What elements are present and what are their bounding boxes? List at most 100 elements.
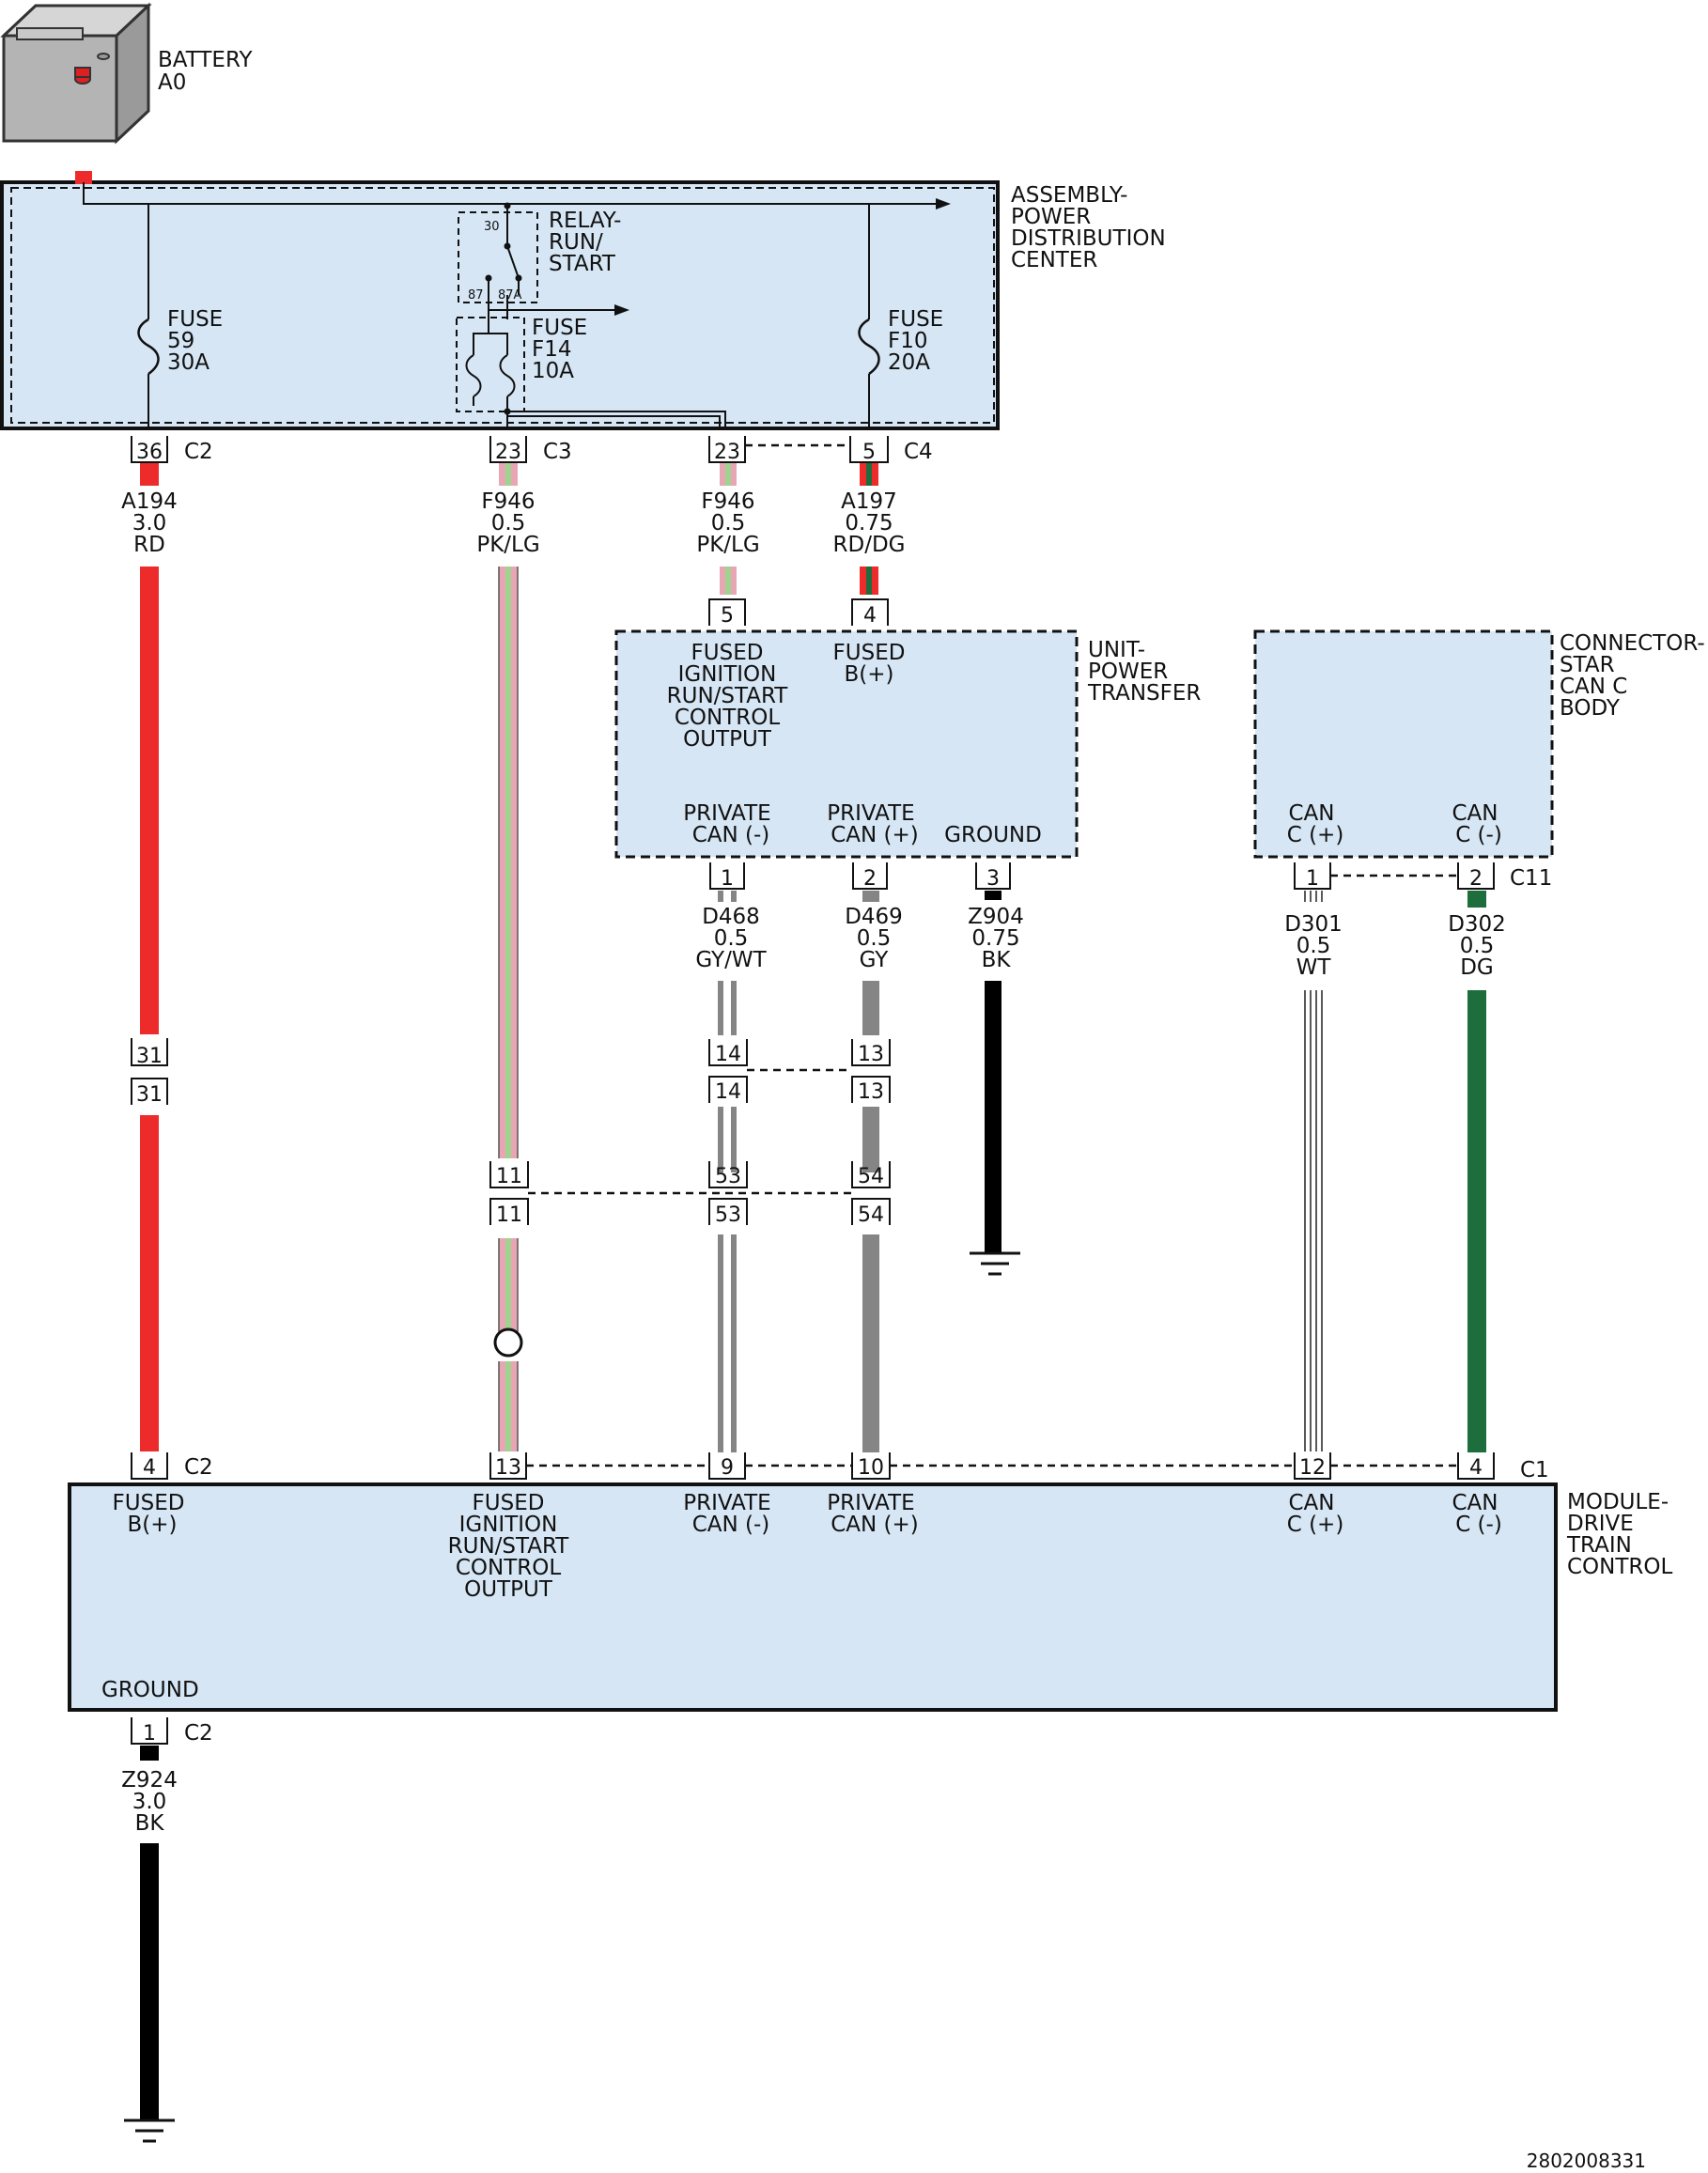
pdc-bus bbox=[83, 182, 939, 428]
relay-title-2: RUN/ bbox=[549, 230, 603, 255]
fuse-59-icon bbox=[137, 318, 160, 376]
star-can-minus-1: CAN bbox=[1452, 801, 1498, 826]
star-connector-box bbox=[1253, 629, 1554, 859]
wire-d468-id: D468 bbox=[702, 905, 760, 929]
power-transfer-box bbox=[614, 629, 1079, 859]
pdc-pin-23-c4: 23 bbox=[714, 441, 740, 464]
pdc-pin-23-c3: 23 bbox=[495, 441, 521, 464]
wire-d301-color: WT bbox=[1297, 955, 1332, 980]
inline-connector-11-53-54: 11 53 54 11 53 54 bbox=[489, 1161, 891, 1227]
star-title-4: BODY bbox=[1560, 696, 1621, 721]
wire-d469-size: 0.5 bbox=[857, 926, 892, 951]
module-ground-symbol-icon bbox=[124, 2119, 175, 2143]
inline-31-top: 31 bbox=[136, 1045, 163, 1068]
fuse-f10-line2: F10 bbox=[888, 329, 928, 353]
module-ground-conn-c2: C2 bbox=[184, 1721, 213, 1746]
wire-d469-color: GY bbox=[860, 948, 890, 972]
battery-code: A0 bbox=[158, 70, 186, 95]
transfer-can-plus-2: CAN (+) bbox=[831, 823, 919, 847]
document-number: 2802008331 bbox=[1527, 2150, 1646, 2172]
transfer-title-1: UNIT- bbox=[1088, 638, 1145, 662]
module-pin-10: 10 bbox=[858, 1456, 884, 1480]
relay-title-1: RELAY- bbox=[549, 209, 621, 233]
module-pin-12: 12 bbox=[1299, 1456, 1326, 1480]
module-pin-4-c2: 4 bbox=[143, 1456, 156, 1480]
transfer-fused-ign-5: OUTPUT bbox=[683, 727, 772, 752]
pdc-pin-36: 36 bbox=[136, 441, 163, 464]
pdc-title-2: POWER bbox=[1011, 205, 1091, 229]
transfer-out-pin-2: 2 bbox=[863, 867, 877, 891]
wire-a197 bbox=[860, 463, 878, 595]
wire-f946-2-id: F946 bbox=[701, 489, 754, 514]
transfer-can-plus-1: PRIVATE bbox=[827, 801, 914, 826]
module-canc-plus-2: C (+) bbox=[1287, 1513, 1344, 1537]
relay-pin-87: 87 bbox=[468, 288, 484, 303]
pdc-connector-c3: 23 C3 bbox=[489, 436, 572, 464]
transfer-pin-5: 5 bbox=[721, 604, 734, 628]
module-top-pins: 4 C2 13 9 10 12 4 C1 bbox=[131, 1452, 1549, 1482]
module-canc-plus-1: CAN bbox=[1289, 1491, 1335, 1515]
module-canc-minus-1: CAN bbox=[1452, 1491, 1498, 1515]
star-title-3: CAN C bbox=[1560, 675, 1627, 699]
inline-53-bottom: 53 bbox=[715, 1203, 741, 1227]
inline-31-bottom: 31 bbox=[136, 1083, 163, 1107]
wire-a197-color: RD/DG bbox=[833, 533, 906, 557]
module-fused-b-2: B(+) bbox=[128, 1513, 178, 1537]
star-can-plus-1: CAN bbox=[1289, 801, 1335, 826]
wire-z924-size: 3.0 bbox=[132, 1790, 167, 1814]
battery-feed-stub bbox=[75, 171, 92, 184]
module-can-minus-1: PRIVATE bbox=[683, 1491, 770, 1515]
module-conn-c2: C2 bbox=[184, 1455, 213, 1480]
star-can-plus-2: C (+) bbox=[1287, 823, 1344, 847]
transfer-fused-b-1: FUSED bbox=[833, 641, 906, 665]
module-fused-ign-1: FUSED bbox=[473, 1491, 545, 1515]
transfer-fused-ign-2: IGNITION bbox=[678, 662, 777, 687]
inline-54-bottom: 54 bbox=[858, 1203, 884, 1227]
inline-13-top: 13 bbox=[858, 1043, 884, 1066]
pdc-connector-c4: 23 5 C4 bbox=[708, 436, 933, 464]
transfer-fused-ign-3: RUN/START bbox=[667, 684, 789, 708]
fuse-f14-icon bbox=[465, 333, 726, 428]
transfer-pin-4: 4 bbox=[863, 604, 877, 628]
transfer-fused-ign-1: FUSED bbox=[691, 641, 764, 665]
pdc-conn-c4: C4 bbox=[904, 440, 933, 464]
wire-d302-id: D302 bbox=[1448, 912, 1506, 937]
transfer-ground: GROUND bbox=[944, 823, 1042, 847]
inline-connector-14-13: 14 13 14 13 bbox=[708, 1039, 891, 1104]
wire-f946-1-id: F946 bbox=[481, 489, 535, 514]
wire-d301 bbox=[1304, 891, 1323, 1451]
inline-13-bottom: 13 bbox=[858, 1080, 884, 1104]
drivetrain-module-box bbox=[68, 1482, 1558, 1712]
wire-a197-size: 0.75 bbox=[845, 511, 893, 535]
module-ground-pin-1: 1 bbox=[143, 1722, 156, 1746]
fuse-f14-box bbox=[456, 317, 525, 412]
pdc-conn-c3: C3 bbox=[543, 440, 572, 464]
fuse59-line2: 59 bbox=[167, 329, 194, 353]
splice-icon bbox=[493, 1327, 523, 1358]
module-can-minus-2: CAN (-) bbox=[692, 1513, 770, 1537]
module-canc-minus-2: C (-) bbox=[1455, 1513, 1502, 1537]
wire-d468-color: GY/WT bbox=[695, 948, 767, 972]
wire-a194-id: A194 bbox=[121, 489, 178, 514]
module-can-plus-1: PRIVATE bbox=[827, 1491, 914, 1515]
transfer-out-pin-3: 3 bbox=[986, 867, 1000, 891]
fuse-f14-line3: 10A bbox=[532, 359, 574, 383]
relay-title-3: START bbox=[549, 252, 616, 276]
module-ground: GROUND bbox=[101, 1678, 199, 1702]
star-pin-1: 1 bbox=[1306, 867, 1319, 891]
pdc-connector-c2: 36 C2 bbox=[131, 436, 213, 464]
star-pins: 1 2 C11 bbox=[1294, 862, 1552, 891]
wire-a194 bbox=[140, 463, 159, 1451]
battery-icon bbox=[0, 2, 152, 145]
fuse-f10-icon bbox=[858, 318, 880, 376]
pdc-inner-border bbox=[10, 187, 995, 424]
fuse-f10-line3: 20A bbox=[888, 350, 930, 375]
wire-d301-id: D301 bbox=[1284, 912, 1343, 937]
module-fused-ign-4: CONTROL bbox=[456, 1556, 562, 1580]
module-title-2: DRIVE bbox=[1567, 1512, 1634, 1536]
bus-arrow-icon bbox=[936, 198, 951, 210]
transfer-input-pins: 5 4 bbox=[708, 598, 889, 628]
wire-d469 bbox=[862, 891, 879, 1452]
transfer-fused-ign-4: CONTROL bbox=[675, 706, 781, 730]
